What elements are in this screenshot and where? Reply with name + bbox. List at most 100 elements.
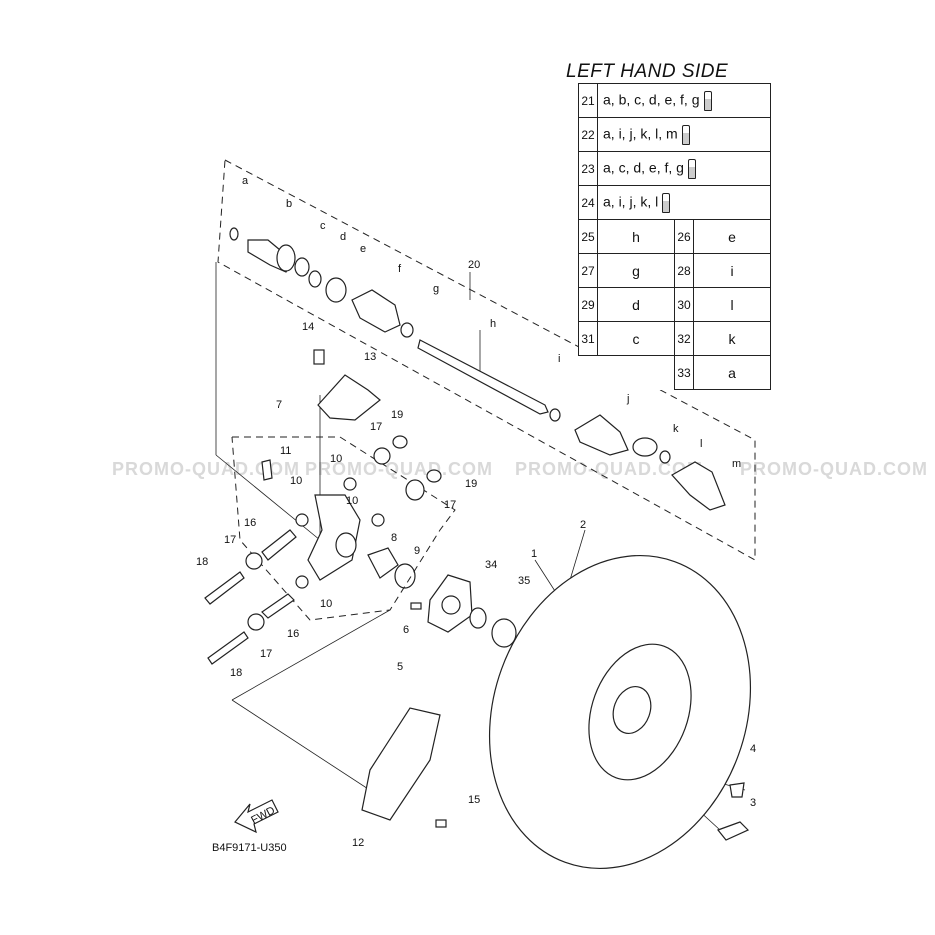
callout-h: h bbox=[490, 318, 496, 330]
legend-value: a bbox=[693, 355, 771, 390]
legend-number: 31 bbox=[578, 321, 598, 356]
legend-number: 26 bbox=[674, 219, 694, 254]
legend-number: 21 bbox=[578, 83, 598, 118]
callout-11: 11 bbox=[280, 445, 291, 457]
callout-2: 2 bbox=[580, 519, 586, 531]
legend-parts: a, i, j, k, l, m bbox=[597, 117, 771, 152]
legend-value: c bbox=[597, 321, 675, 356]
callout-17: 17 bbox=[444, 499, 456, 511]
legend-number: 27 bbox=[578, 253, 598, 288]
callout-17: 17 bbox=[224, 534, 236, 546]
legend-number: 25 bbox=[578, 219, 598, 254]
legend-parts-text: a, i, j, k, l bbox=[603, 193, 659, 210]
legend-number: 30 bbox=[674, 287, 694, 322]
callout-labels: a b c d e f g h i j k l m 20 14 13 7 19 … bbox=[196, 175, 756, 849]
legend-row: 24 a, i, j, k, l bbox=[578, 185, 771, 220]
castle-nut-35-icon bbox=[491, 618, 517, 648]
legend-parts: a, i, j, k, l bbox=[597, 185, 771, 220]
callout-17: 17 bbox=[370, 421, 382, 433]
watermark-text: PROMO-QUAD.COM bbox=[740, 459, 928, 479]
knuckle-icon bbox=[307, 494, 361, 581]
sleeve-16-icon bbox=[261, 529, 297, 561]
watermark-row: PROMO-QUAD.COM PROMO-QUAD.COM PROMO-QUAD… bbox=[112, 459, 928, 479]
legend-number bbox=[579, 356, 598, 390]
outer-cv-joint-face-icon bbox=[276, 244, 296, 272]
legend-number: 32 bbox=[674, 321, 694, 356]
legend-number: 23 bbox=[578, 151, 598, 186]
boot-band-i-icon bbox=[549, 408, 561, 422]
circlip-a-icon bbox=[229, 227, 239, 241]
callout-i: i bbox=[558, 353, 560, 365]
watermark-text: PROMO-QUAD.COM bbox=[305, 459, 493, 479]
bolt-6-icon bbox=[410, 602, 422, 610]
bearing-8-icon bbox=[367, 547, 399, 579]
shaft-h-icon bbox=[417, 339, 549, 415]
callout-13: 13 bbox=[364, 351, 376, 363]
legend-value: h bbox=[597, 219, 675, 254]
diagram-code: B4F9171-U350 bbox=[212, 842, 287, 854]
watermark-text: PROMO-QUAD.COM bbox=[515, 459, 703, 479]
callout-10: 10 bbox=[290, 475, 302, 487]
callout-18: 18 bbox=[230, 667, 242, 679]
callout-8: 8 bbox=[391, 532, 397, 544]
fitting-11-icon bbox=[261, 459, 273, 481]
legend-value: e bbox=[693, 219, 771, 254]
legend-parts-text: a, b, c, d, e, f, g bbox=[603, 91, 700, 108]
bolt-15-icon bbox=[435, 819, 447, 828]
legend-number: 29 bbox=[578, 287, 598, 322]
callout-a: a bbox=[242, 175, 249, 187]
legend-value: d bbox=[597, 287, 675, 322]
legend-value: i bbox=[693, 253, 771, 288]
collar-10-icon bbox=[295, 513, 309, 527]
bushing-17-icon bbox=[373, 447, 391, 465]
legend-number: 28 bbox=[674, 253, 694, 288]
legend-number: 22 bbox=[578, 117, 598, 152]
callout-19: 19 bbox=[465, 478, 477, 490]
watermark-text: PROMO-QUAD.COM bbox=[112, 459, 300, 479]
callout-16: 16 bbox=[244, 517, 256, 529]
callout-f: f bbox=[398, 263, 402, 275]
legend-parts: a, c, d, e, f, g bbox=[597, 151, 771, 186]
collar-10-icon bbox=[371, 513, 385, 527]
bushing-17-icon bbox=[247, 613, 265, 631]
callout-10: 10 bbox=[330, 453, 342, 465]
boot-f-icon bbox=[351, 289, 401, 333]
bracket-13-icon bbox=[317, 374, 381, 421]
bushing-17-icon bbox=[405, 479, 425, 501]
bolt-14-icon bbox=[313, 349, 325, 365]
callout-19: 19 bbox=[391, 409, 403, 421]
circlip-l-icon bbox=[659, 450, 671, 464]
nut-19-icon bbox=[426, 469, 442, 483]
boot-band-e-icon bbox=[325, 277, 347, 303]
boot-j-icon bbox=[574, 414, 629, 456]
legend-value: l bbox=[693, 287, 771, 322]
legend-number: 24 bbox=[578, 185, 598, 220]
drive-shaft-parts bbox=[229, 227, 726, 511]
callout-6: 6 bbox=[403, 624, 409, 636]
callout-3: 3 bbox=[750, 797, 756, 809]
collar-10-icon bbox=[295, 575, 309, 589]
callout-34: 34 bbox=[485, 559, 497, 571]
callout-1: 1 bbox=[531, 548, 537, 560]
callout-4: 4 bbox=[750, 743, 756, 755]
callout-g: g bbox=[433, 283, 439, 295]
grease-tube-icon bbox=[681, 124, 690, 145]
callout-7: 7 bbox=[276, 399, 282, 411]
boot-band-k-icon bbox=[632, 437, 658, 457]
callout-16: 16 bbox=[287, 628, 299, 640]
page-title: LEFT HAND SIDE bbox=[566, 61, 729, 82]
bolt-18-icon bbox=[207, 631, 249, 665]
callout-5: 5 bbox=[397, 661, 403, 673]
knuckle-parts bbox=[204, 349, 442, 665]
callout-m: m bbox=[732, 458, 741, 470]
knuckle-bore-icon bbox=[335, 532, 357, 558]
callout-d: d bbox=[340, 231, 346, 243]
